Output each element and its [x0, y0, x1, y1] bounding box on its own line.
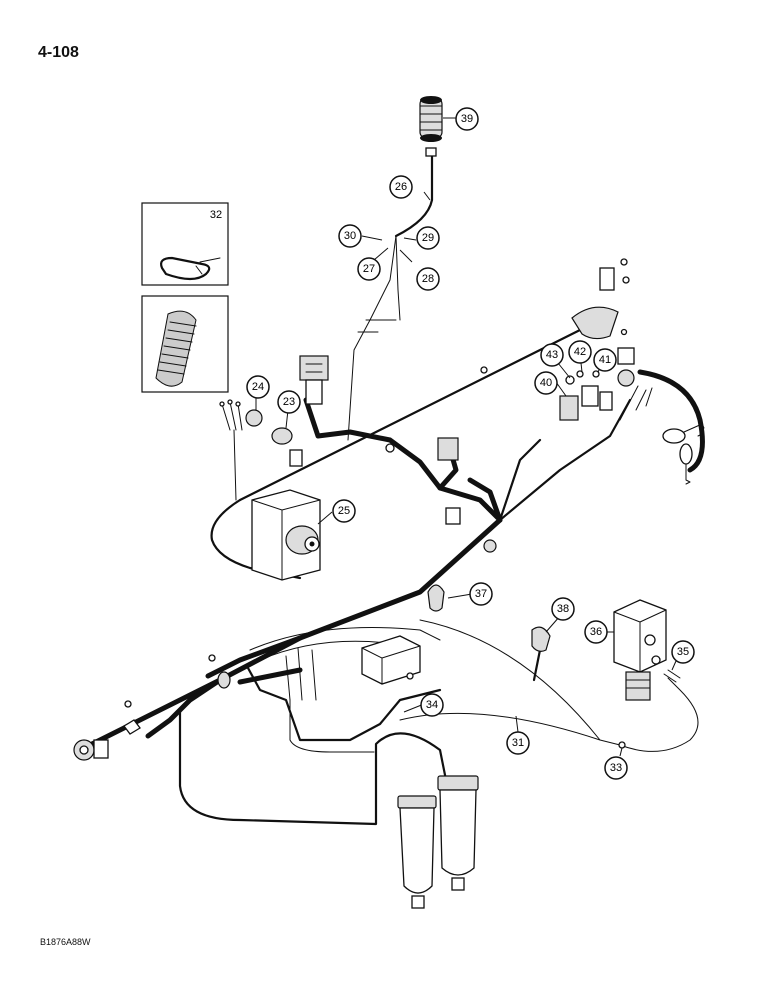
- lower-harness: [178, 627, 448, 826]
- clip: [480, 366, 488, 374]
- svg-text:37: 37: [475, 588, 487, 600]
- svg-text:28: 28: [422, 273, 434, 285]
- figure-code: B1876A88W: [40, 937, 91, 947]
- filter-right: [437, 775, 479, 891]
- inset-label: 32: [210, 209, 222, 221]
- control-box-25: [251, 489, 321, 581]
- svg-text:34: 34: [426, 699, 438, 711]
- svg-text:33: 33: [610, 762, 622, 774]
- callout-30: 30: [338, 224, 362, 248]
- svg-text:26: 26: [395, 181, 407, 193]
- svg-text:42: 42: [574, 346, 586, 358]
- callout-43: 43: [540, 343, 564, 367]
- callout-23: 23: [277, 390, 301, 414]
- callout-39: 38: [551, 597, 575, 621]
- svg-text:43: 43: [546, 349, 558, 361]
- svg-text:35: 35: [677, 646, 689, 658]
- callout-40: 40: [534, 371, 558, 395]
- svg-text:41: 41: [599, 354, 611, 366]
- svg-text:27: 27: [363, 263, 375, 275]
- gauge-housing: [571, 258, 630, 340]
- switch-cluster: [559, 370, 613, 421]
- clip: [208, 654, 216, 662]
- clamp-39: [531, 626, 551, 652]
- callout-28: 28: [416, 267, 440, 291]
- callout-41: 41: [593, 348, 617, 372]
- connector-lower: [445, 507, 461, 525]
- solenoid-valve-37: [613, 599, 667, 701]
- clamp: [123, 719, 141, 735]
- upper-harness: [210, 318, 602, 580]
- clip: [483, 539, 497, 553]
- svg-text:30: 30: [344, 230, 356, 242]
- connector-34: [618, 741, 626, 749]
- callout-26: 26: [389, 175, 413, 199]
- svg-text:36: 36: [590, 626, 602, 638]
- callout-29: 29: [416, 226, 440, 250]
- callout-37: 36: [584, 620, 608, 644]
- sender-24: [219, 399, 263, 431]
- clip: [385, 443, 395, 453]
- svg-text:39: 39: [461, 113, 473, 125]
- inset-cable-tie: 32: [141, 202, 229, 286]
- svg-text:31: 31: [512, 737, 524, 749]
- callout-42: 42: [568, 340, 592, 364]
- harness-end-connector: [73, 739, 109, 761]
- relay-connector: [299, 355, 329, 405]
- clamp-38: [427, 584, 445, 612]
- callout-33: 31: [506, 731, 530, 755]
- valve-fitting: [663, 669, 681, 683]
- callout-34: 33: [604, 756, 628, 780]
- sender-23: [271, 427, 303, 467]
- connector-mid: [437, 437, 459, 461]
- page-number: 4-108: [38, 44, 79, 61]
- clip: [124, 700, 132, 708]
- main-harness: [89, 369, 705, 747]
- svg-text:38: 38: [557, 603, 569, 615]
- callout-35: 34: [420, 693, 444, 717]
- grommet: [217, 671, 231, 689]
- callout-24: 24: [246, 375, 270, 399]
- callout-25: 25: [332, 499, 356, 523]
- key-switch: [617, 347, 653, 421]
- svg-text:29: 29: [422, 232, 434, 244]
- inset-conduit: [141, 295, 229, 393]
- svg-text:40: 40: [540, 377, 552, 389]
- filter-left: [397, 795, 437, 909]
- antenna-wire: [347, 148, 434, 441]
- svg-text:23: 23: [283, 396, 295, 408]
- conduit-icon: [155, 310, 197, 387]
- callout-36: 35: [671, 640, 695, 664]
- horn-part: [419, 96, 443, 142]
- key-icon: [662, 423, 705, 485]
- callout-38: 37: [469, 582, 493, 606]
- valve-wires: [399, 619, 699, 752]
- svg-text:24: 24: [252, 381, 264, 393]
- svg-text:25: 25: [338, 505, 350, 517]
- valve-block: [361, 635, 421, 685]
- callout-27: 27: [357, 257, 381, 281]
- connector-26: [425, 147, 437, 157]
- callout-31: 39: [455, 107, 479, 131]
